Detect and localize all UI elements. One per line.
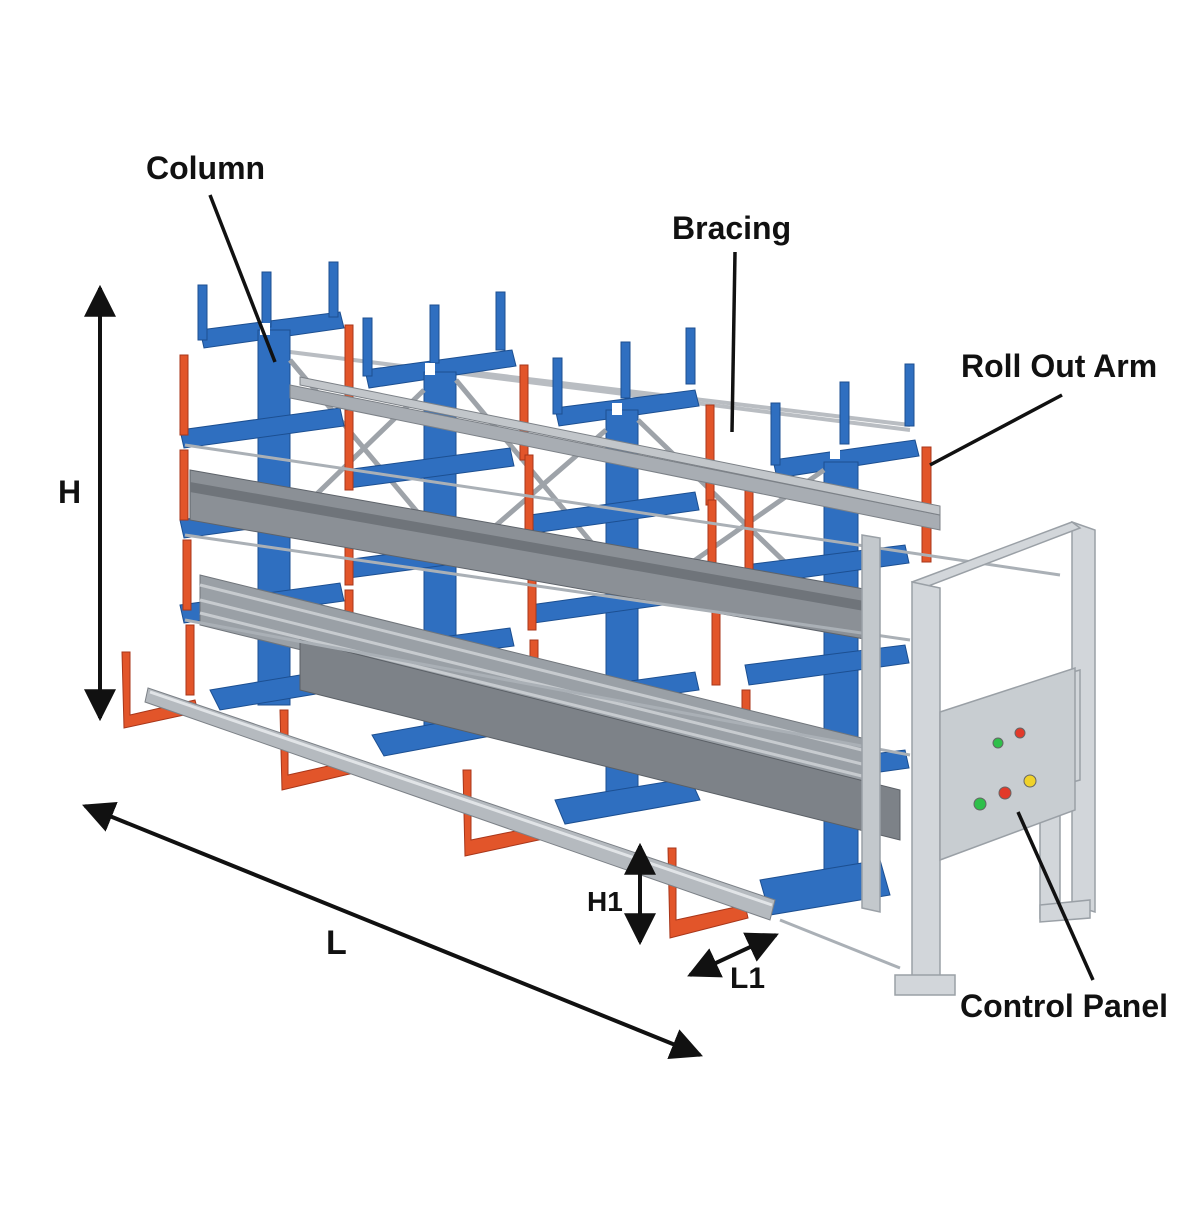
dimension-arrows bbox=[82, 284, 779, 1060]
indicator-light-red bbox=[1014, 727, 1026, 739]
guide-rods bbox=[184, 443, 1061, 970]
length1-dimension-label: L1 bbox=[730, 962, 766, 995]
button-yellow bbox=[1023, 774, 1037, 788]
brand-logos bbox=[260, 323, 840, 459]
roll-out-arm-leader bbox=[929, 393, 1063, 467]
control-panel-label: Control Panel bbox=[960, 988, 1169, 1024]
callout-leaders bbox=[208, 194, 1095, 981]
bracing-label: Bracing bbox=[672, 210, 792, 246]
button-green bbox=[973, 797, 987, 811]
column-leader bbox=[208, 194, 277, 363]
bracing-leader bbox=[730, 251, 737, 433]
height-dimension-label: H bbox=[58, 474, 82, 510]
length-arrow bbox=[82, 801, 703, 1060]
column-label: Column bbox=[146, 150, 266, 186]
control-frame bbox=[861, 520, 1096, 996]
indicator-light-green bbox=[992, 737, 1004, 749]
button-red bbox=[998, 786, 1012, 800]
control-panel-buttons bbox=[973, 727, 1037, 811]
length-dimension-label: L bbox=[326, 924, 347, 962]
length1-arrow bbox=[687, 932, 779, 978]
control-panel-leader bbox=[1016, 811, 1095, 981]
height1-dimension-label: H1 bbox=[587, 886, 623, 917]
roll-out-arm-label: Roll Out Arm bbox=[961, 348, 1158, 384]
